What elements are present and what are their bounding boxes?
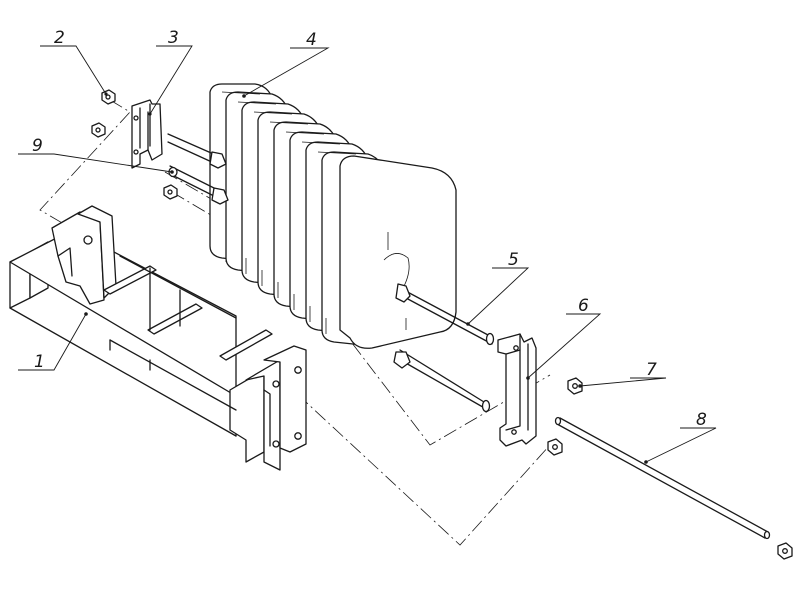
callout-leaders xyxy=(18,45,717,464)
weight-stack xyxy=(209,83,457,349)
callout-7: 7 xyxy=(646,360,657,380)
callout-6: 6 xyxy=(578,296,589,316)
assembly-centerlines xyxy=(39,99,551,546)
callout-8: 8 xyxy=(696,410,707,430)
callout-4: 4 xyxy=(306,30,317,50)
callout-3: 3 xyxy=(168,28,179,48)
threaded-rod xyxy=(554,416,771,540)
frame xyxy=(9,205,307,471)
bolts-left xyxy=(167,133,229,205)
bracket-right xyxy=(497,333,537,447)
callout-2: 2 xyxy=(54,28,65,48)
bracket-upper-left xyxy=(131,99,163,169)
callout-1: 1 xyxy=(34,352,45,372)
callout-9: 9 xyxy=(32,136,43,156)
callout-numbers: 1 2 3 4 5 6 7 8 9 xyxy=(32,28,707,430)
nuts-right xyxy=(547,377,793,560)
tie-rods xyxy=(393,283,495,413)
callout-5: 5 xyxy=(508,250,519,270)
